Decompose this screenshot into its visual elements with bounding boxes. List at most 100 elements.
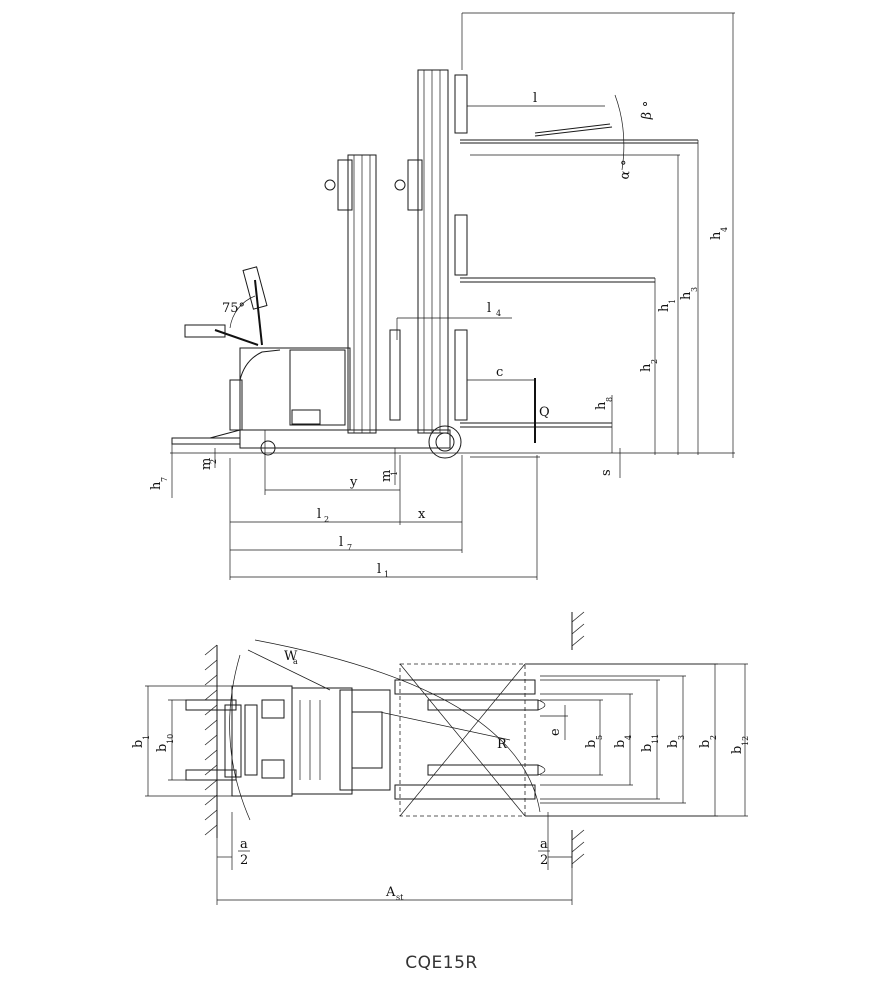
dim-h2: h 2 [639, 278, 659, 455]
svg-text:x: x [418, 507, 426, 522]
svg-text:10: 10 [166, 734, 175, 744]
svg-text:A: A [385, 885, 396, 900]
dim-y: y [264, 430, 400, 495]
tiller-angle-label: 75° [222, 301, 245, 316]
svg-text:a: a [240, 837, 248, 852]
svg-text:b: b [155, 744, 170, 752]
svg-text:5: 5 [595, 735, 604, 740]
dim-h7: h 7 [149, 444, 173, 498]
svg-text:3: 3 [677, 735, 686, 740]
dim-b4: b 4 [540, 693, 633, 786]
svg-text:st: st [396, 893, 404, 902]
svg-text:a: a [540, 837, 548, 852]
svg-text:2: 2 [540, 853, 548, 868]
dim-e: e [540, 705, 568, 740]
dim-Wa: W a [247, 649, 331, 691]
left-wall-hatch [204, 644, 218, 838]
svg-text:l: l [317, 507, 321, 522]
svg-text:Q: Q [539, 405, 550, 420]
pallet-outline [399, 663, 526, 817]
dim-x: x [400, 507, 462, 523]
forks-top [394, 679, 546, 800]
right-wall-hatch [571, 611, 585, 868]
svg-text:α °: α ° [617, 159, 635, 181]
svg-text:b: b [584, 740, 599, 748]
dim-a-half-right: a 2 [538, 812, 573, 905]
dim-l2: l 2 [229, 455, 401, 580]
svg-text:b: b [666, 740, 681, 748]
svg-text:4: 4 [496, 309, 501, 318]
svg-text:β °: β ° [639, 100, 657, 120]
svg-text:2: 2 [209, 459, 218, 464]
dim-l: l [467, 91, 605, 107]
svg-text:2: 2 [240, 853, 248, 868]
platform-top [185, 699, 242, 781]
svg-text:h: h [149, 481, 164, 490]
svg-text:3: 3 [690, 287, 699, 292]
svg-text:8: 8 [605, 397, 614, 402]
svg-text:a: a [293, 657, 298, 666]
operator-platform [171, 429, 241, 445]
svg-text:l: l [377, 562, 381, 577]
dim-b5: b 5 [540, 699, 604, 776]
svg-text:e: e [548, 728, 563, 736]
svg-text:b: b [640, 744, 655, 752]
svg-text:2: 2 [709, 735, 718, 740]
dim-s: s [599, 448, 621, 478]
svg-text:1: 1 [668, 299, 677, 304]
dim-Ast: A st [217, 885, 572, 902]
dim-l7: l 7 [230, 455, 463, 553]
svg-text:b: b [613, 740, 628, 748]
dim-h1: h 1 [470, 154, 680, 455]
svg-text:7: 7 [347, 543, 352, 552]
svg-text:b: b [698, 740, 713, 748]
svg-text:b: b [131, 740, 146, 748]
svg-text:R: R [497, 737, 508, 752]
dim-h3: h 3 [679, 140, 699, 455]
svg-text:h: h [679, 291, 694, 300]
dim-l1: l 1 [230, 455, 538, 580]
dim-h4: h 4 [461, 12, 735, 458]
svg-text:y: y [349, 475, 358, 490]
svg-text:l: l [487, 301, 491, 316]
svg-text:12: 12 [741, 736, 750, 746]
svg-text:h: h [657, 303, 672, 312]
side-view: 75° h 4 h 3 h 1 h 2 [149, 12, 735, 580]
svg-text:7: 7 [160, 477, 169, 482]
mast-raised [389, 69, 468, 434]
svg-text:m: m [379, 470, 394, 482]
svg-text:4: 4 [624, 735, 633, 740]
svg-text:h: h [709, 231, 724, 240]
forks-side [460, 123, 698, 428]
dim-b12: b 12 [525, 663, 750, 817]
svg-text:m: m [199, 458, 214, 470]
dim-m1: m 1 [379, 448, 399, 485]
dim-m2: m 2 [199, 448, 218, 470]
svg-text:1: 1 [390, 471, 399, 476]
tilt-angles: α ° β ° [614, 94, 657, 181]
svg-text:1: 1 [142, 735, 151, 740]
svg-text:l: l [339, 535, 343, 550]
dim-h8: h 8 [594, 395, 614, 453]
svg-text:l: l [533, 91, 537, 106]
svg-text:2: 2 [324, 515, 329, 524]
mast-lowered [324, 154, 377, 434]
dim-b11: b 11 [540, 679, 660, 800]
dim-b3: b 3 [540, 675, 686, 804]
svg-text:11: 11 [651, 734, 660, 744]
svg-text:c: c [496, 365, 503, 380]
svg-text:4: 4 [720, 227, 729, 232]
tiller-side [184, 266, 268, 346]
svg-text:b: b [730, 746, 745, 754]
dim-b10: b 10 [155, 699, 195, 781]
dim-R-turning-radius: R [229, 639, 541, 821]
svg-text:s: s [599, 469, 614, 476]
svg-text:h: h [639, 363, 654, 372]
chassis-top [231, 685, 391, 797]
dim-a-half-left: a 2 [216, 812, 250, 905]
model-caption: CQE15R [405, 953, 478, 973]
svg-text:W: W [284, 649, 298, 664]
dim-b1: b 1 [131, 685, 240, 797]
